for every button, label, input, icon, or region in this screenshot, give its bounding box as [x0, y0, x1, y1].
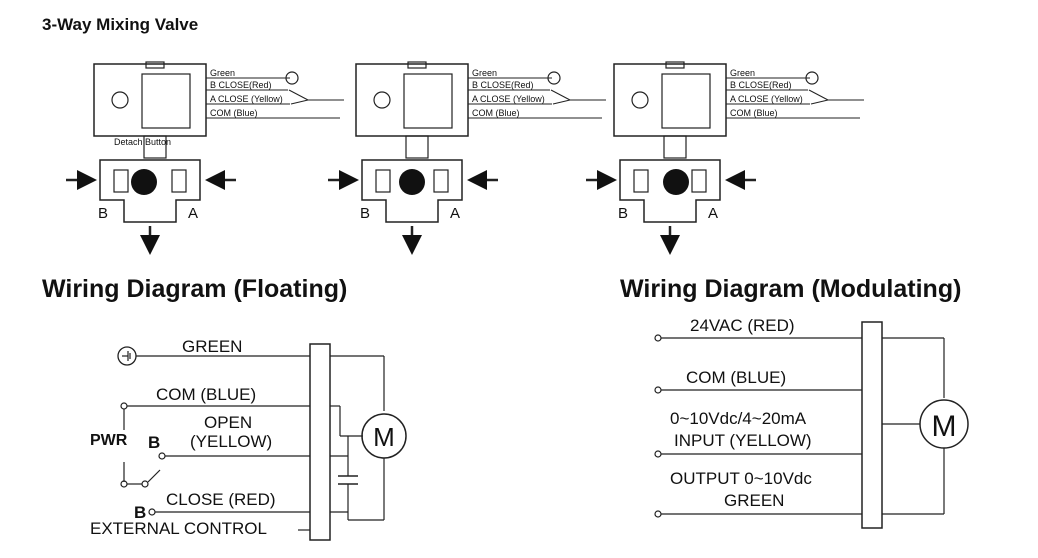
wire-label-com: COM (Blue): [730, 108, 778, 118]
wire-label-a-close: A CLOSE (Yellow): [210, 94, 283, 104]
terminal-block: [309, 343, 331, 541]
wire-label-b-close: B CLOSE(Red): [210, 80, 272, 90]
detach-button-label: Detach Button: [114, 137, 171, 147]
wire-label-b-close: B CLOSE(Red): [472, 80, 534, 90]
valve-body: [619, 159, 721, 223]
wire-label-a-close: A CLOSE (Yellow): [472, 94, 545, 104]
port-label-b: B: [618, 205, 628, 222]
green-wire-label: GREEN: [182, 337, 242, 356]
page-title: 3-Way Mixing Valve: [42, 15, 198, 34]
valve-ball: [399, 169, 425, 195]
port-label-a: A: [708, 205, 718, 222]
valve-diagram-2: Green B CLOSE(Red) A CLOSE (Yellow) COM …: [328, 61, 606, 255]
ground-icon: [285, 71, 299, 85]
port-label-a: A: [450, 205, 460, 222]
valve-diagram-1: Green B CLOSE(Red) A CLOSE (Yellow) COM …: [66, 61, 344, 255]
open-label-line1: OPEN: [204, 413, 252, 432]
motor-label: M: [932, 410, 957, 443]
open-label-line2: (YELLOW): [190, 432, 272, 451]
actuator-body: [613, 63, 727, 137]
com-wire-label: COM (BLUE): [686, 368, 786, 387]
wire-label-com: COM (Blue): [210, 108, 258, 118]
switch-lever: [147, 469, 161, 483]
pwr-label: PWR: [90, 432, 128, 449]
port-label-a: A: [188, 205, 198, 222]
modulating-wiring-diagram: Wiring Diagram (Modulating) 24VAC (RED) …: [620, 275, 969, 529]
valve-ball: [663, 169, 689, 195]
output-label-line1: OUTPUT 0~10Vdc: [670, 469, 812, 488]
valve-body: [99, 159, 201, 223]
com-wire-label: COM (BLUE): [156, 385, 256, 404]
wire-label-green: Green: [730, 68, 755, 78]
wire-label-green: Green: [210, 68, 235, 78]
modulating-title: Wiring Diagram (Modulating): [620, 275, 961, 303]
terminal-block: [861, 321, 883, 529]
wire-label-com: COM (Blue): [472, 108, 520, 118]
vac-wire-label: 24VAC (RED): [690, 316, 795, 335]
floating-title: Wiring Diagram (Floating): [42, 275, 347, 303]
actuator-body: [93, 63, 207, 137]
wire-label-green: Green: [472, 68, 497, 78]
port-label-b: B: [98, 205, 108, 222]
input-label-line1: 0~10Vdc/4~20mA: [670, 409, 807, 428]
b-terminal-label-2: B: [134, 503, 146, 522]
valve-ball: [131, 169, 157, 195]
external-control-label: EXTERNAL CONTROL: [90, 519, 267, 538]
input-label-line2: INPUT (YELLOW): [674, 431, 812, 450]
floating-wiring-diagram: Wiring Diagram (Floating) GREEN COM (BLU…: [42, 275, 407, 541]
valve-diagram-3: Green B CLOSE(Red) A CLOSE (Yellow) COM …: [586, 61, 864, 255]
ground-icon: [547, 71, 561, 85]
output-label-line2: GREEN: [724, 491, 784, 510]
valve-body: [361, 159, 463, 223]
motor-label: M: [373, 422, 395, 452]
b-terminal-label-1: B: [148, 433, 160, 452]
close-wire-label: CLOSE (RED): [166, 490, 276, 509]
wire-label-a-close: A CLOSE (Yellow): [730, 94, 803, 104]
ground-icon: [805, 71, 819, 85]
port-label-b: B: [360, 205, 370, 222]
actuator-body: [355, 63, 469, 137]
wire-label-b-close: B CLOSE(Red): [730, 80, 792, 90]
